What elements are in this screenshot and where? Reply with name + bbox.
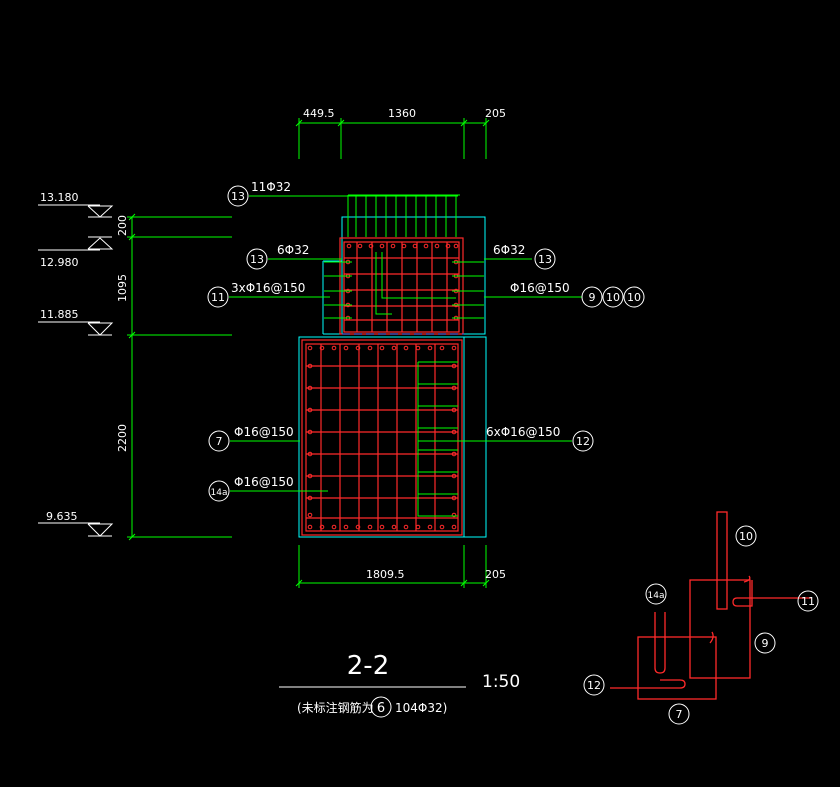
callout-spec: 3xΦ16@150: [231, 281, 305, 295]
detail-mark: 12: [587, 679, 601, 692]
bottom-dimension-chain: [295, 545, 490, 588]
callout-13-right: 13 6Φ32: [493, 243, 556, 270]
section-note-prefix: (未标注钢筋为: [297, 700, 374, 715]
detail-mark: 10: [739, 530, 753, 543]
lower-bar-dots: [307, 345, 457, 530]
top-dimension-chain: [295, 118, 490, 159]
upper-starter-bars: [347, 194, 460, 237]
callout-spec: 6Φ32: [493, 243, 525, 257]
callout-mark: 12: [576, 435, 590, 448]
callout-leaders: [229, 195, 582, 492]
callout-mark: 13: [250, 253, 264, 266]
section-title: 2-2: [347, 651, 389, 681]
elevation-11885: 11.885: [40, 308, 79, 321]
detail-mark: 14a: [648, 591, 665, 601]
detail-mark: 11: [801, 595, 815, 608]
callout-mark: 13: [231, 190, 245, 203]
detail-mark: 9: [762, 637, 769, 650]
vertical-dimension-chain: [127, 213, 232, 541]
detail-mark: 7: [676, 708, 683, 721]
section-note-mark: 6: [377, 701, 385, 716]
callout-spec: 6xΦ16@150: [486, 425, 560, 439]
section-note-suffix: 104Φ32): [395, 701, 447, 715]
dim-vertical-200: 200: [116, 215, 129, 236]
dim-vertical-2200: 2200: [116, 424, 129, 452]
callout-14a-left: 14a Φ16@150: [208, 475, 294, 502]
elevation-lines: [38, 204, 114, 537]
dim-top-middle: 1360: [388, 107, 416, 120]
callout-spec: Φ16@150: [234, 475, 294, 489]
bar-shape-detail: [610, 511, 812, 700]
dim-vertical-1095: 1095: [116, 274, 129, 302]
callout-12-right: 12 6xΦ16@150: [486, 425, 594, 452]
callout-mark: 10: [627, 291, 641, 304]
callout-mark: 11: [211, 291, 225, 304]
lower-rebar-cage: [301, 339, 463, 536]
upper-ties: [324, 252, 484, 319]
callout-mark: 7: [216, 435, 223, 448]
callout-mark: 14a: [211, 488, 228, 498]
callout-11-left: 11 3xΦ16@150: [207, 281, 305, 308]
dim-bottom-left: 1809.5: [366, 568, 405, 581]
callout-7-left: 7 Φ16@150: [208, 425, 294, 452]
dim-top-left: 449.5: [303, 107, 335, 120]
callout-9-10-10-right: 9 10 10 Φ16@150: [510, 281, 645, 308]
elevation-13180: 13.180: [40, 191, 79, 204]
callout-13-top: 13 11Φ32: [227, 180, 291, 207]
callout-spec: 11Φ32: [251, 180, 291, 194]
upper-rebar-cage: [339, 237, 464, 335]
elevation-12980: 12.980: [40, 256, 79, 269]
elevation-9635: 9.635: [46, 510, 78, 523]
dim-bottom-right: 205: [485, 568, 506, 581]
callout-mark: 10: [606, 291, 620, 304]
section-title-block: 2-2 1:50 (未标注钢筋为 6 104Φ32): [279, 651, 520, 718]
callout-mark: 13: [538, 253, 552, 266]
dim-top-right: 205: [485, 107, 506, 120]
detail-marks: 10 11 14a 9 12 7: [583, 525, 819, 725]
callout-spec: 6Φ32: [277, 243, 309, 257]
callout-spec: Φ16@150: [234, 425, 294, 439]
callout-spec: Φ16@150: [510, 281, 570, 295]
section-scale: 1:50: [482, 672, 520, 692]
callout-13-left: 13 6Φ32: [246, 243, 309, 270]
lower-ties: [417, 361, 458, 517]
callout-mark: 9: [589, 291, 596, 304]
